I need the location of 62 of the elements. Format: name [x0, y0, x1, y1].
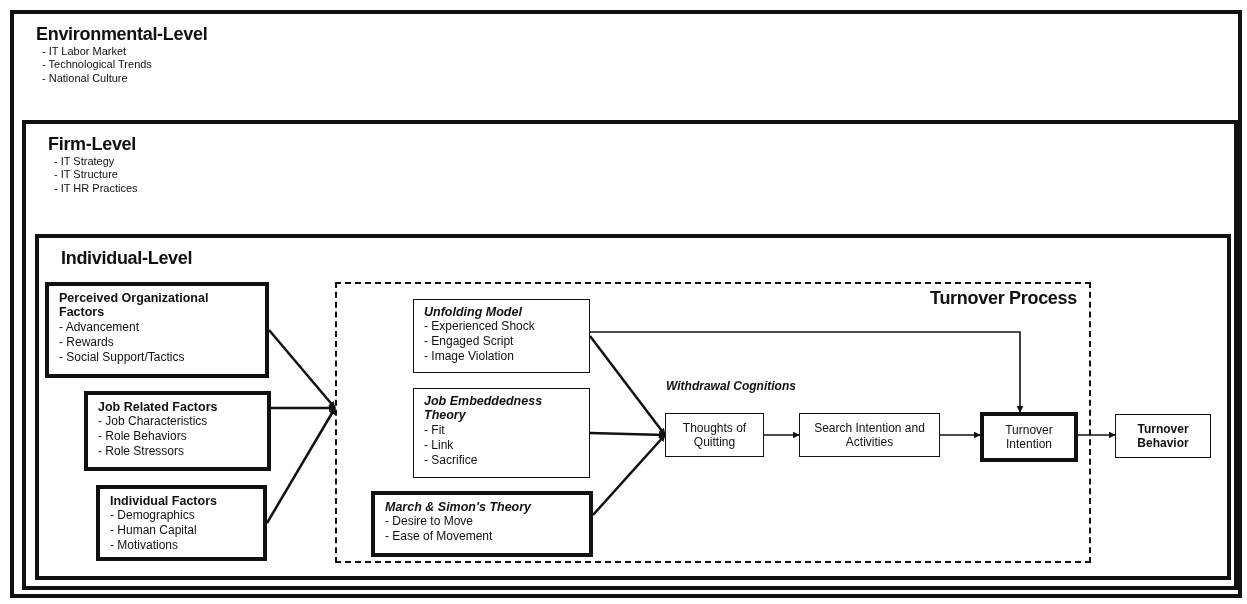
process-frame — [335, 282, 1091, 563]
level-box — [10, 10, 1242, 598]
arrow — [592, 434, 666, 516]
arrow — [268, 329, 336, 409]
bullet-item: - Human Capital — [110, 523, 198, 539]
level-box — [22, 120, 1238, 590]
bullet-item: - Motivations — [110, 538, 180, 554]
section-heading: Turnover Process — [929, 288, 1077, 309]
bullet-item: - Demographics — [110, 508, 196, 524]
theory-box — [413, 388, 590, 478]
arrow — [265, 407, 337, 524]
box-heading: Perceived Organizational Factors — [59, 291, 210, 320]
bullet-item: - Sacrifice — [424, 452, 479, 468]
level-box — [35, 234, 1231, 580]
factor-box — [84, 391, 271, 471]
group-label: Withdrawal Cognitions — [666, 379, 796, 393]
section-heading: Individual-Level — [61, 248, 194, 269]
theory-box — [371, 491, 593, 557]
box-heading: Job Embeddedness Theory — [424, 394, 544, 423]
section-heading: Environmental-Level — [36, 24, 209, 45]
bullet-item: - Role Stressors — [98, 444, 186, 460]
bullet-item: - IT Strategy — [53, 154, 116, 169]
process-box — [980, 412, 1078, 462]
bullet-item: - Ease of Movement — [385, 529, 494, 545]
arrow — [589, 335, 666, 436]
box-label: Search Intention and Activities — [813, 420, 926, 450]
bullet-item: - IT HR Practices — [53, 182, 139, 196]
arrow — [939, 431, 981, 439]
bullet-item: - Rewards — [59, 334, 115, 350]
bullet-item: - Role Behaviors — [98, 429, 188, 445]
theory-box — [413, 299, 590, 373]
box-heading: March & Simon's Theory — [385, 500, 533, 515]
bullet-item: - National Culture — [41, 72, 129, 86]
arrow — [589, 431, 666, 439]
arrow — [763, 431, 800, 439]
arrow — [589, 331, 1024, 413]
arrow — [1077, 431, 1116, 439]
outcome-box — [1115, 414, 1211, 458]
factor-box — [45, 282, 269, 378]
box-heading: Unfolding Model — [424, 305, 523, 320]
bullet-item: - IT Structure — [53, 168, 119, 183]
bullet-item: - Job Characteristics — [98, 414, 209, 430]
box-label: Turnover Behavior — [1136, 421, 1190, 451]
bullet-item: - IT Labor Market — [41, 44, 128, 59]
arrow — [271, 404, 336, 412]
factor-box — [96, 485, 267, 561]
bullet-item: - Social Support/Tactics — [59, 349, 186, 365]
box-heading: Individual Factors — [110, 494, 218, 509]
bullet-item: - Fit — [424, 422, 446, 438]
box-label: Thoughts of Quitting — [681, 420, 748, 450]
bullet-item: - Link — [424, 437, 455, 453]
bullet-item: - Engaged Script — [424, 334, 515, 350]
bullet-item: - Image Violation — [424, 349, 515, 365]
bullet-item: - Technological Trends — [41, 58, 153, 73]
bullet-item: - Experienced Shock — [424, 319, 536, 335]
section-heading: Firm-Level — [48, 134, 138, 155]
process-box — [799, 413, 940, 457]
box-label: Turnover Intention — [1004, 422, 1054, 452]
bullet-item: - Desire to Move — [385, 514, 475, 530]
process-box — [665, 413, 764, 457]
bullet-item: - Advancement — [59, 319, 141, 335]
box-heading: Job Related Factors — [98, 400, 219, 415]
